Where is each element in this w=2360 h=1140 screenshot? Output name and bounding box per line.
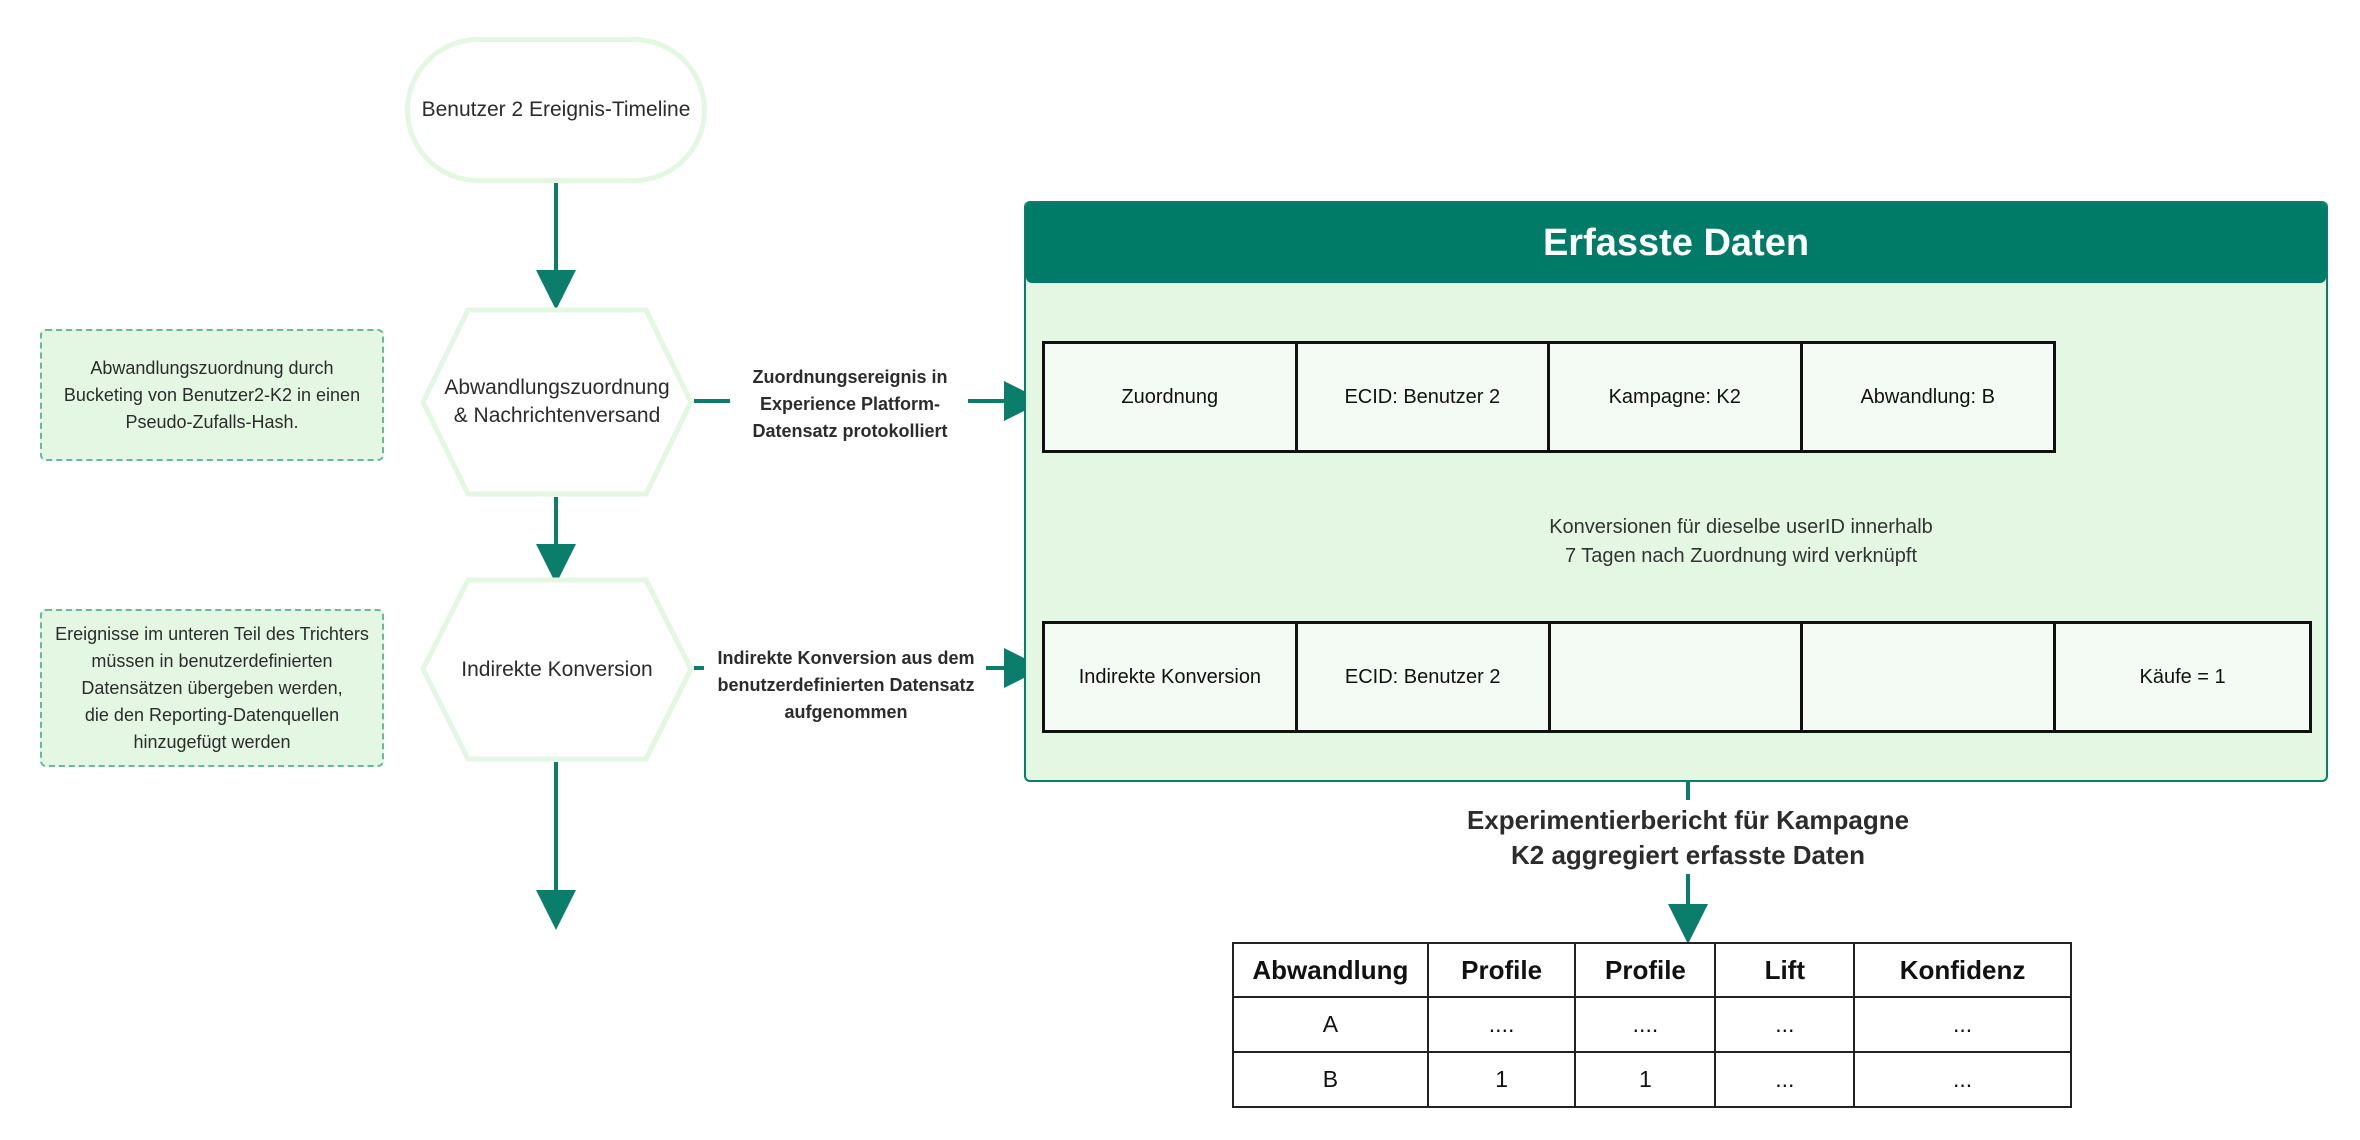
table-cell: B (1232, 1051, 1429, 1108)
start-node-label: Benutzer 2 Ereignis-Timeline (421, 98, 691, 121)
assignment-hexagon-label: Abwandlungszuordnung& Nachrichtenversand (444, 376, 670, 427)
record-cell: Käufe = 1 (2139, 665, 2226, 688)
column-header: Abwandlung (1232, 942, 1429, 998)
column-header: Profile (1426, 942, 1577, 998)
conversion-record: Indirekte Konversion ECID: Benutzer 2 Kä… (1042, 621, 2312, 733)
record-cell: Indirekte Konversion (1045, 624, 1298, 730)
record-cell: ECID: Benutzer 2 (1298, 624, 1551, 730)
table-cell: .... (1574, 996, 1717, 1053)
assignment-edge-label: Zuordnungsereignis in Experience Platfor… (752, 366, 948, 441)
table-cell: 1 (1426, 1051, 1577, 1108)
column-header: Lift (1714, 942, 1856, 998)
record-cell: Kampagne: K2 (1550, 344, 1803, 450)
conversion-hexagon-label: Indirekte Konversion (461, 657, 653, 681)
table-row: B 1 1 ... ... (1232, 1051, 2072, 1108)
conversion-edge-label: Indirekte Konversion aus dem benutzerdef… (717, 647, 975, 722)
assignment-record: Zuordnung ECID: Benutzer 2 Kampagne: K2 … (1042, 341, 2056, 453)
captured-data-title: Erfasste Daten (1542, 221, 1810, 264)
record-cell: ECID: Benutzer 2 (1298, 344, 1550, 450)
report-title: Experimentierbericht für Kampagne K2 agg… (1466, 805, 1910, 870)
conversion-hexagon: Indirekte Konversion (420, 577, 694, 762)
table-cell: ... (1853, 996, 2072, 1053)
assignment-hexagon: Abwandlungszuordnung& Nachrichtenversand (420, 307, 694, 497)
table-cell: ... (1714, 1051, 1856, 1108)
table-cell: .... (1426, 996, 1577, 1053)
record-cell: Abwandlung: B (1860, 385, 1996, 408)
record-cell: Zuordnung (1045, 344, 1298, 450)
captured-data-header: Erfasste Daten (1026, 203, 2326, 283)
table-cell: ... (1714, 996, 1856, 1053)
table-cell: A (1232, 996, 1429, 1053)
column-header: Konfidenz (1853, 942, 2072, 998)
table-cell: ... (1853, 1051, 2072, 1108)
table-header-row: Abwandlung Profile Profile Lift Konfiden… (1232, 942, 2072, 998)
hexagon-shape (420, 307, 694, 497)
record-cell (1803, 624, 2057, 730)
table-cell: 1 (1574, 1051, 1717, 1108)
captured-data-container: Erfasste Daten Zuordnung ECID: Benutzer … (1024, 201, 2328, 782)
record-cell (1551, 624, 1804, 730)
link-note: Konversionen für dieselbe userID innerha… (1549, 516, 1933, 567)
table-row: A .... .... ... ... (1232, 996, 2072, 1053)
conversion-note: Ereignisse im unteren Teil des Trichters… (40, 609, 384, 767)
start-node: Benutzer 2 Ereignis-Timeline (405, 37, 707, 183)
assignment-note: Abwandlungszuordnung durch Bucketing von… (40, 329, 384, 461)
report-table: Abwandlung Profile Profile Lift Konfiden… (1232, 942, 2072, 1108)
column-header: Profile (1574, 942, 1717, 998)
hexagon-shape (420, 577, 694, 762)
